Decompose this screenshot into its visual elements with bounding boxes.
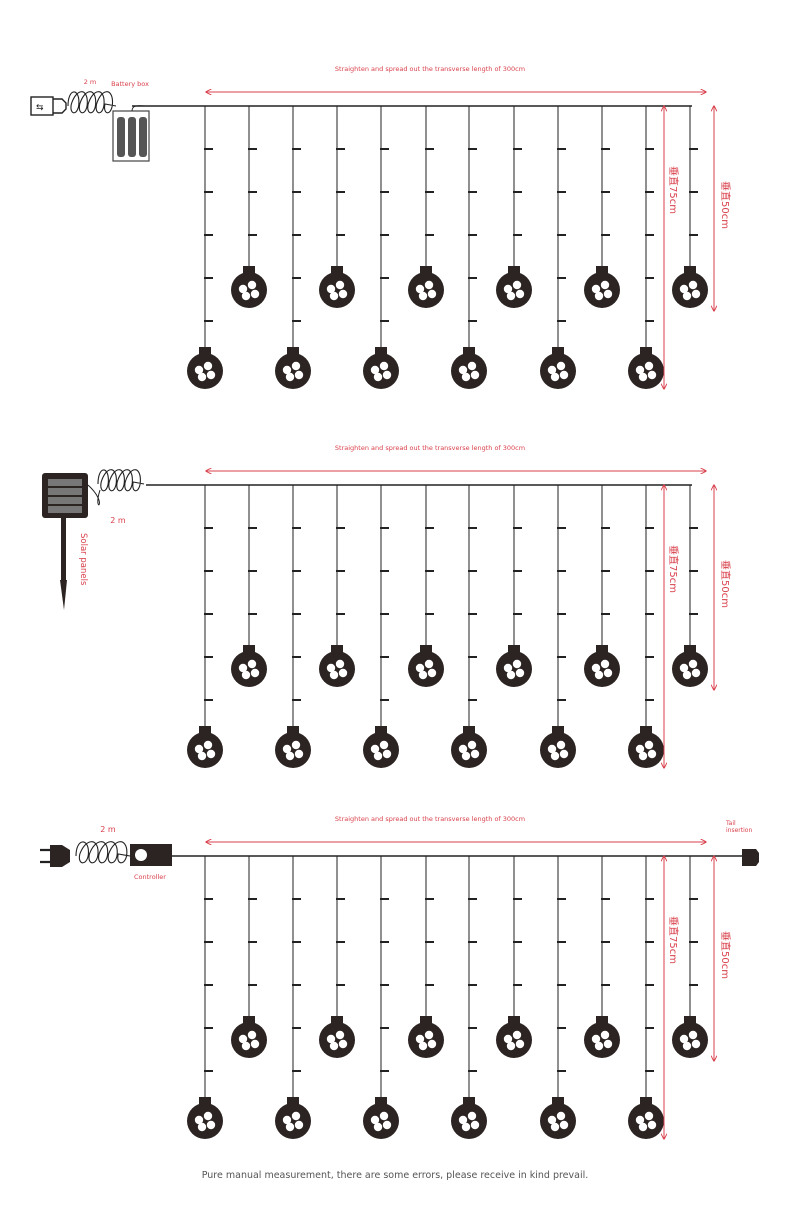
globe-bulb-icon: [628, 726, 664, 768]
solar-cell: [48, 497, 82, 504]
globe-bulb-icon: [584, 645, 620, 687]
battery-cell: [117, 117, 125, 157]
short-strand-length-label: 垂直50cm: [719, 560, 732, 608]
coiled-cable: [75, 841, 131, 864]
solar-lead: [87, 484, 101, 506]
globe-bulb-icon: [451, 347, 487, 389]
globe-bulb-icon: [187, 726, 223, 768]
globe-bulb-icon: [408, 1016, 444, 1058]
globe-bulb-icon: [231, 266, 267, 308]
globe-bulb-icon: [496, 645, 532, 687]
plug-prongs: [40, 848, 50, 864]
battery-cell: [139, 117, 147, 157]
width-dimension-label: Straighten and spread out the transverse…: [335, 65, 525, 73]
battery-lead: [131, 105, 147, 112]
globe-bulb-icon: [540, 1097, 576, 1139]
globe-bulb-icon: [408, 266, 444, 308]
battery-cell: [128, 117, 136, 157]
footer-note: Pure manual measurement, there are some …: [201, 1170, 589, 1181]
solar-panels-label: Solar panels: [78, 533, 88, 586]
globe-bulb-icon: [363, 347, 399, 389]
tail-insertion-label-line1: Tail: [725, 820, 736, 827]
globe-bulb-icon: [584, 1016, 620, 1058]
solar-cell: [48, 488, 82, 495]
light-curtain-panel-3: Straighten and spread out the transverse…: [40, 815, 759, 1139]
globe-bulb-icon: [451, 726, 487, 768]
long-strand-length-label: 垂直75cm: [667, 916, 680, 964]
globe-bulb-icon: [319, 645, 355, 687]
globe-bulb-icon: [319, 266, 355, 308]
tail-insertion-label-line2: insertion: [726, 827, 752, 834]
solar-cell: [48, 479, 82, 486]
battery-box-label: Battery box: [111, 80, 149, 88]
wall-plug-icon: [50, 845, 70, 867]
globe-bulb-icon: [275, 726, 311, 768]
globe-bulb-icon: [319, 1016, 355, 1058]
globe-bulb-icon: [584, 266, 620, 308]
globe-bulb-icon: [363, 726, 399, 768]
globe-bulb-icon: [496, 266, 532, 308]
cable-length-label: 2 m: [110, 516, 126, 525]
globe-bulb-icon: [540, 726, 576, 768]
usb-plug-icon: [30, 96, 54, 116]
coiled-cable: [67, 91, 117, 114]
globe-bulb-icon: [628, 1097, 664, 1139]
controller-button-icon: [135, 849, 147, 861]
globe-bulb-icon: [187, 347, 223, 389]
controller-label: Controller: [134, 873, 166, 881]
tail-connector-icon: [742, 849, 759, 866]
globe-bulb-icon: [231, 645, 267, 687]
globe-bulb-icon: [496, 1016, 532, 1058]
globe-bulb-icon: [672, 266, 708, 308]
long-strand-length-label: 垂直75cm: [667, 545, 680, 593]
coiled-cable: [97, 469, 145, 492]
width-dimension-label: Straighten and spread out the transverse…: [335, 815, 525, 823]
light-curtain-panel-1: Straighten and spread out the transverse…: [30, 65, 732, 389]
solar-cell: [48, 506, 82, 513]
light-curtain-panel-2: Straighten and spread out the transverse…: [42, 444, 732, 768]
width-dimension-label: Straighten and spread out the transverse…: [335, 444, 525, 452]
cable-length-label: 2 m: [100, 825, 116, 834]
globe-bulb-icon: [187, 1097, 223, 1139]
usb-symbol-icon: ⇆: [36, 103, 44, 113]
usb-plug-tip: [53, 98, 67, 114]
globe-bulb-icon: [363, 1097, 399, 1139]
solar-stake-tip: [60, 580, 67, 610]
globe-bulb-icon: [672, 1016, 708, 1058]
globe-bulb-icon: [408, 645, 444, 687]
globe-bulb-icon: [231, 1016, 267, 1058]
globe-bulb-icon: [451, 1097, 487, 1139]
globe-bulb-icon: [275, 1097, 311, 1139]
globe-bulb-icon: [672, 645, 708, 687]
globe-bulb-icon: [628, 347, 664, 389]
short-strand-length-label: 垂直50cm: [719, 931, 732, 979]
solar-stake: [61, 518, 66, 580]
long-strand-length-label: 垂直75cm: [667, 166, 680, 214]
short-strand-length-label: 垂直50cm: [719, 181, 732, 229]
cable-length-label: 2 m: [84, 78, 97, 86]
globe-bulb-icon: [275, 347, 311, 389]
globe-bulb-icon: [540, 347, 576, 389]
